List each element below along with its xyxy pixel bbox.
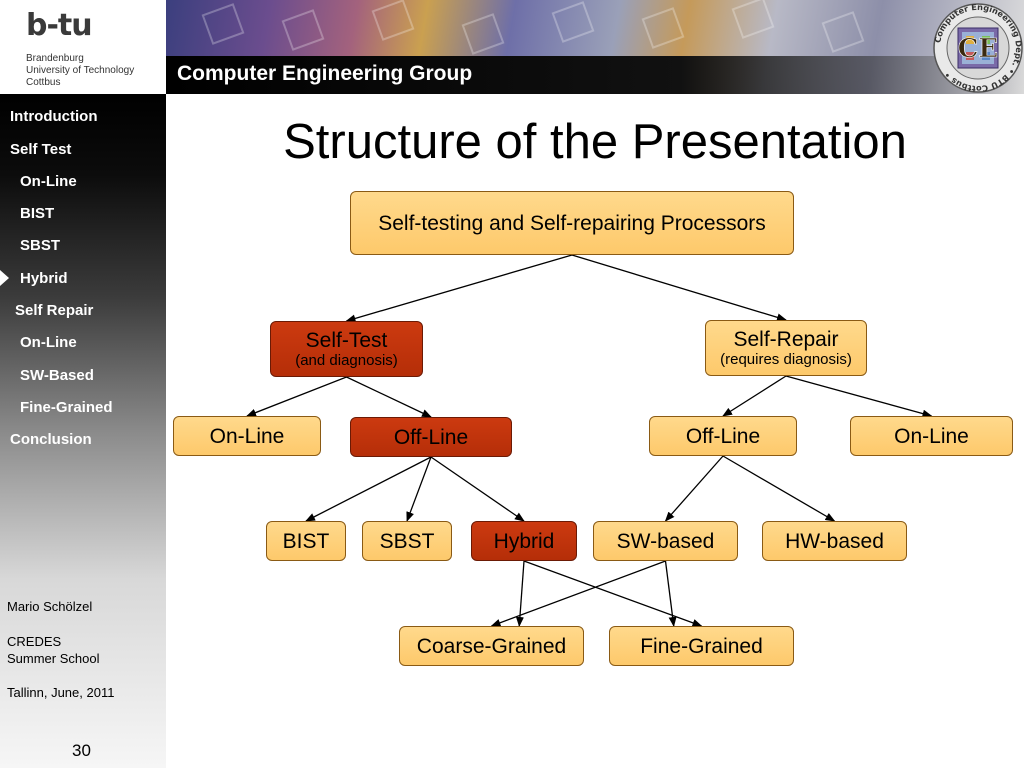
node-coarse-grained: Coarse-Grained xyxy=(399,626,584,666)
node-self-test: Self-Test (and diagnosis) xyxy=(270,321,423,377)
sidebar-item-hybrid[interactable]: Hybrid xyxy=(20,270,68,287)
btu-logo-mark: b-tu xyxy=(26,8,93,43)
edge-sr_offline-to-sw_based xyxy=(664,455,724,522)
node-fine-grained-label: Fine-Grained xyxy=(640,634,763,658)
sidebar-item-self-repair-on-line[interactable]: On-Line xyxy=(20,334,77,351)
node-self-repair-off-line: Off-Line xyxy=(649,416,797,456)
node-self-test-on-line: On-Line xyxy=(173,416,321,456)
edge-self_test-to-st_online xyxy=(246,376,347,417)
current-item-pointer-icon xyxy=(0,270,9,286)
event-name-line-2: Summer School xyxy=(7,651,100,666)
node-self-test-label: Self-Test xyxy=(305,328,388,352)
node-sbst: SBST xyxy=(362,521,452,561)
node-sbst-label: SBST xyxy=(379,529,435,553)
event-name-line-1: CREDES xyxy=(7,634,62,649)
edge-st_offline-to-sbst xyxy=(406,456,432,522)
node-sw-based: SW-based xyxy=(593,521,738,561)
ce-seal-logo: CE Computer Engineering Dept. • BTU Cott… xyxy=(932,2,1024,94)
sidebar-item-sbst[interactable]: SBST xyxy=(20,237,61,254)
node-self-test-on-line-label: On-Line xyxy=(209,424,285,448)
sidebar-item-bist[interactable]: BIST xyxy=(20,205,55,222)
svg-text:CE: CE xyxy=(958,34,999,64)
university-name-line-2: University of Technology xyxy=(26,65,135,76)
node-self-repair-sublabel: (requires diagnosis) xyxy=(720,350,852,368)
node-self-test-off-line-label: Off-Line xyxy=(393,425,469,449)
node-sw-based-label: SW-based xyxy=(616,529,715,553)
edge-hybrid-to-fine_grained xyxy=(523,560,703,627)
sidebar-item-conclusion[interactable]: Conclusion xyxy=(10,431,92,448)
sidebar xyxy=(0,94,166,768)
node-self-repair-off-line-label: Off-Line xyxy=(685,424,761,448)
node-self-test-off-line: Off-Line xyxy=(350,417,512,457)
university-name-line-1: Brandenburg xyxy=(26,53,84,64)
header-title-bar xyxy=(166,56,1024,94)
page-number: 30 xyxy=(72,741,91,760)
node-fine-grained: Fine-Grained xyxy=(609,626,794,666)
edge-st_offline-to-bist xyxy=(305,456,432,522)
edge-self_repair-to-sr_online xyxy=(785,375,933,418)
node-hybrid: Hybrid xyxy=(471,521,577,561)
node-self-repair-on-line: On-Line xyxy=(850,416,1013,456)
sidebar-item-self-test-on-line[interactable]: On-Line xyxy=(20,173,77,190)
node-self-repair-label: Self-Repair xyxy=(733,327,839,351)
node-root-label: Self-testing and Self-repairing Processo… xyxy=(378,211,766,235)
edge-root-to-self_repair xyxy=(571,254,787,322)
node-self-test-sublabel: (and diagnosis) xyxy=(295,351,398,369)
edge-sw_based-to-fine_grained xyxy=(664,560,677,627)
node-root: Self-testing and Self-repairing Processo… xyxy=(350,191,794,255)
node-bist: BIST xyxy=(266,521,346,561)
author-name: Mario Schölzel xyxy=(7,599,93,614)
sidebar-item-sw-based[interactable]: SW-Based xyxy=(20,367,94,384)
sidebar-item-self-test[interactable]: Self Test xyxy=(10,141,72,158)
group-title: Computer Engineering Group xyxy=(177,62,473,85)
edge-self_repair-to-sr_offline xyxy=(722,375,787,417)
edge-sw_based-to-coarse_grained xyxy=(490,560,666,627)
university-name-line-3: Cottbus xyxy=(26,77,61,88)
sidebar-item-fine-grained[interactable]: Fine-Grained xyxy=(20,399,113,416)
edge-root-to-self_test xyxy=(345,254,573,323)
edge-sr_offline-to-hw_based xyxy=(722,455,836,522)
sidebar-item-self-repair[interactable]: Self Repair xyxy=(15,302,94,319)
sidebar-item-introduction[interactable]: Introduction xyxy=(10,108,98,125)
node-self-repair-on-line-label: On-Line xyxy=(894,424,969,448)
university-logo: b-tu Brandenburg University of Technolog… xyxy=(0,0,166,94)
edge-st_offline-to-hybrid xyxy=(430,456,525,522)
edge-hybrid-to-coarse_grained xyxy=(515,560,525,627)
edge-self_test-to-st_offline xyxy=(346,376,432,418)
place-date: Tallinn, June, 2011 xyxy=(7,685,115,700)
node-hybrid-label: Hybrid xyxy=(493,529,555,553)
node-hw-based-label: HW-based xyxy=(785,529,884,553)
node-coarse-grained-label: Coarse-Grained xyxy=(416,634,567,658)
slide-title: Structure of the Presentation xyxy=(283,115,907,169)
node-hw-based: HW-based xyxy=(762,521,907,561)
node-self-repair: Self-Repair (requires diagnosis) xyxy=(705,320,867,376)
node-bist-label: BIST xyxy=(282,529,330,553)
